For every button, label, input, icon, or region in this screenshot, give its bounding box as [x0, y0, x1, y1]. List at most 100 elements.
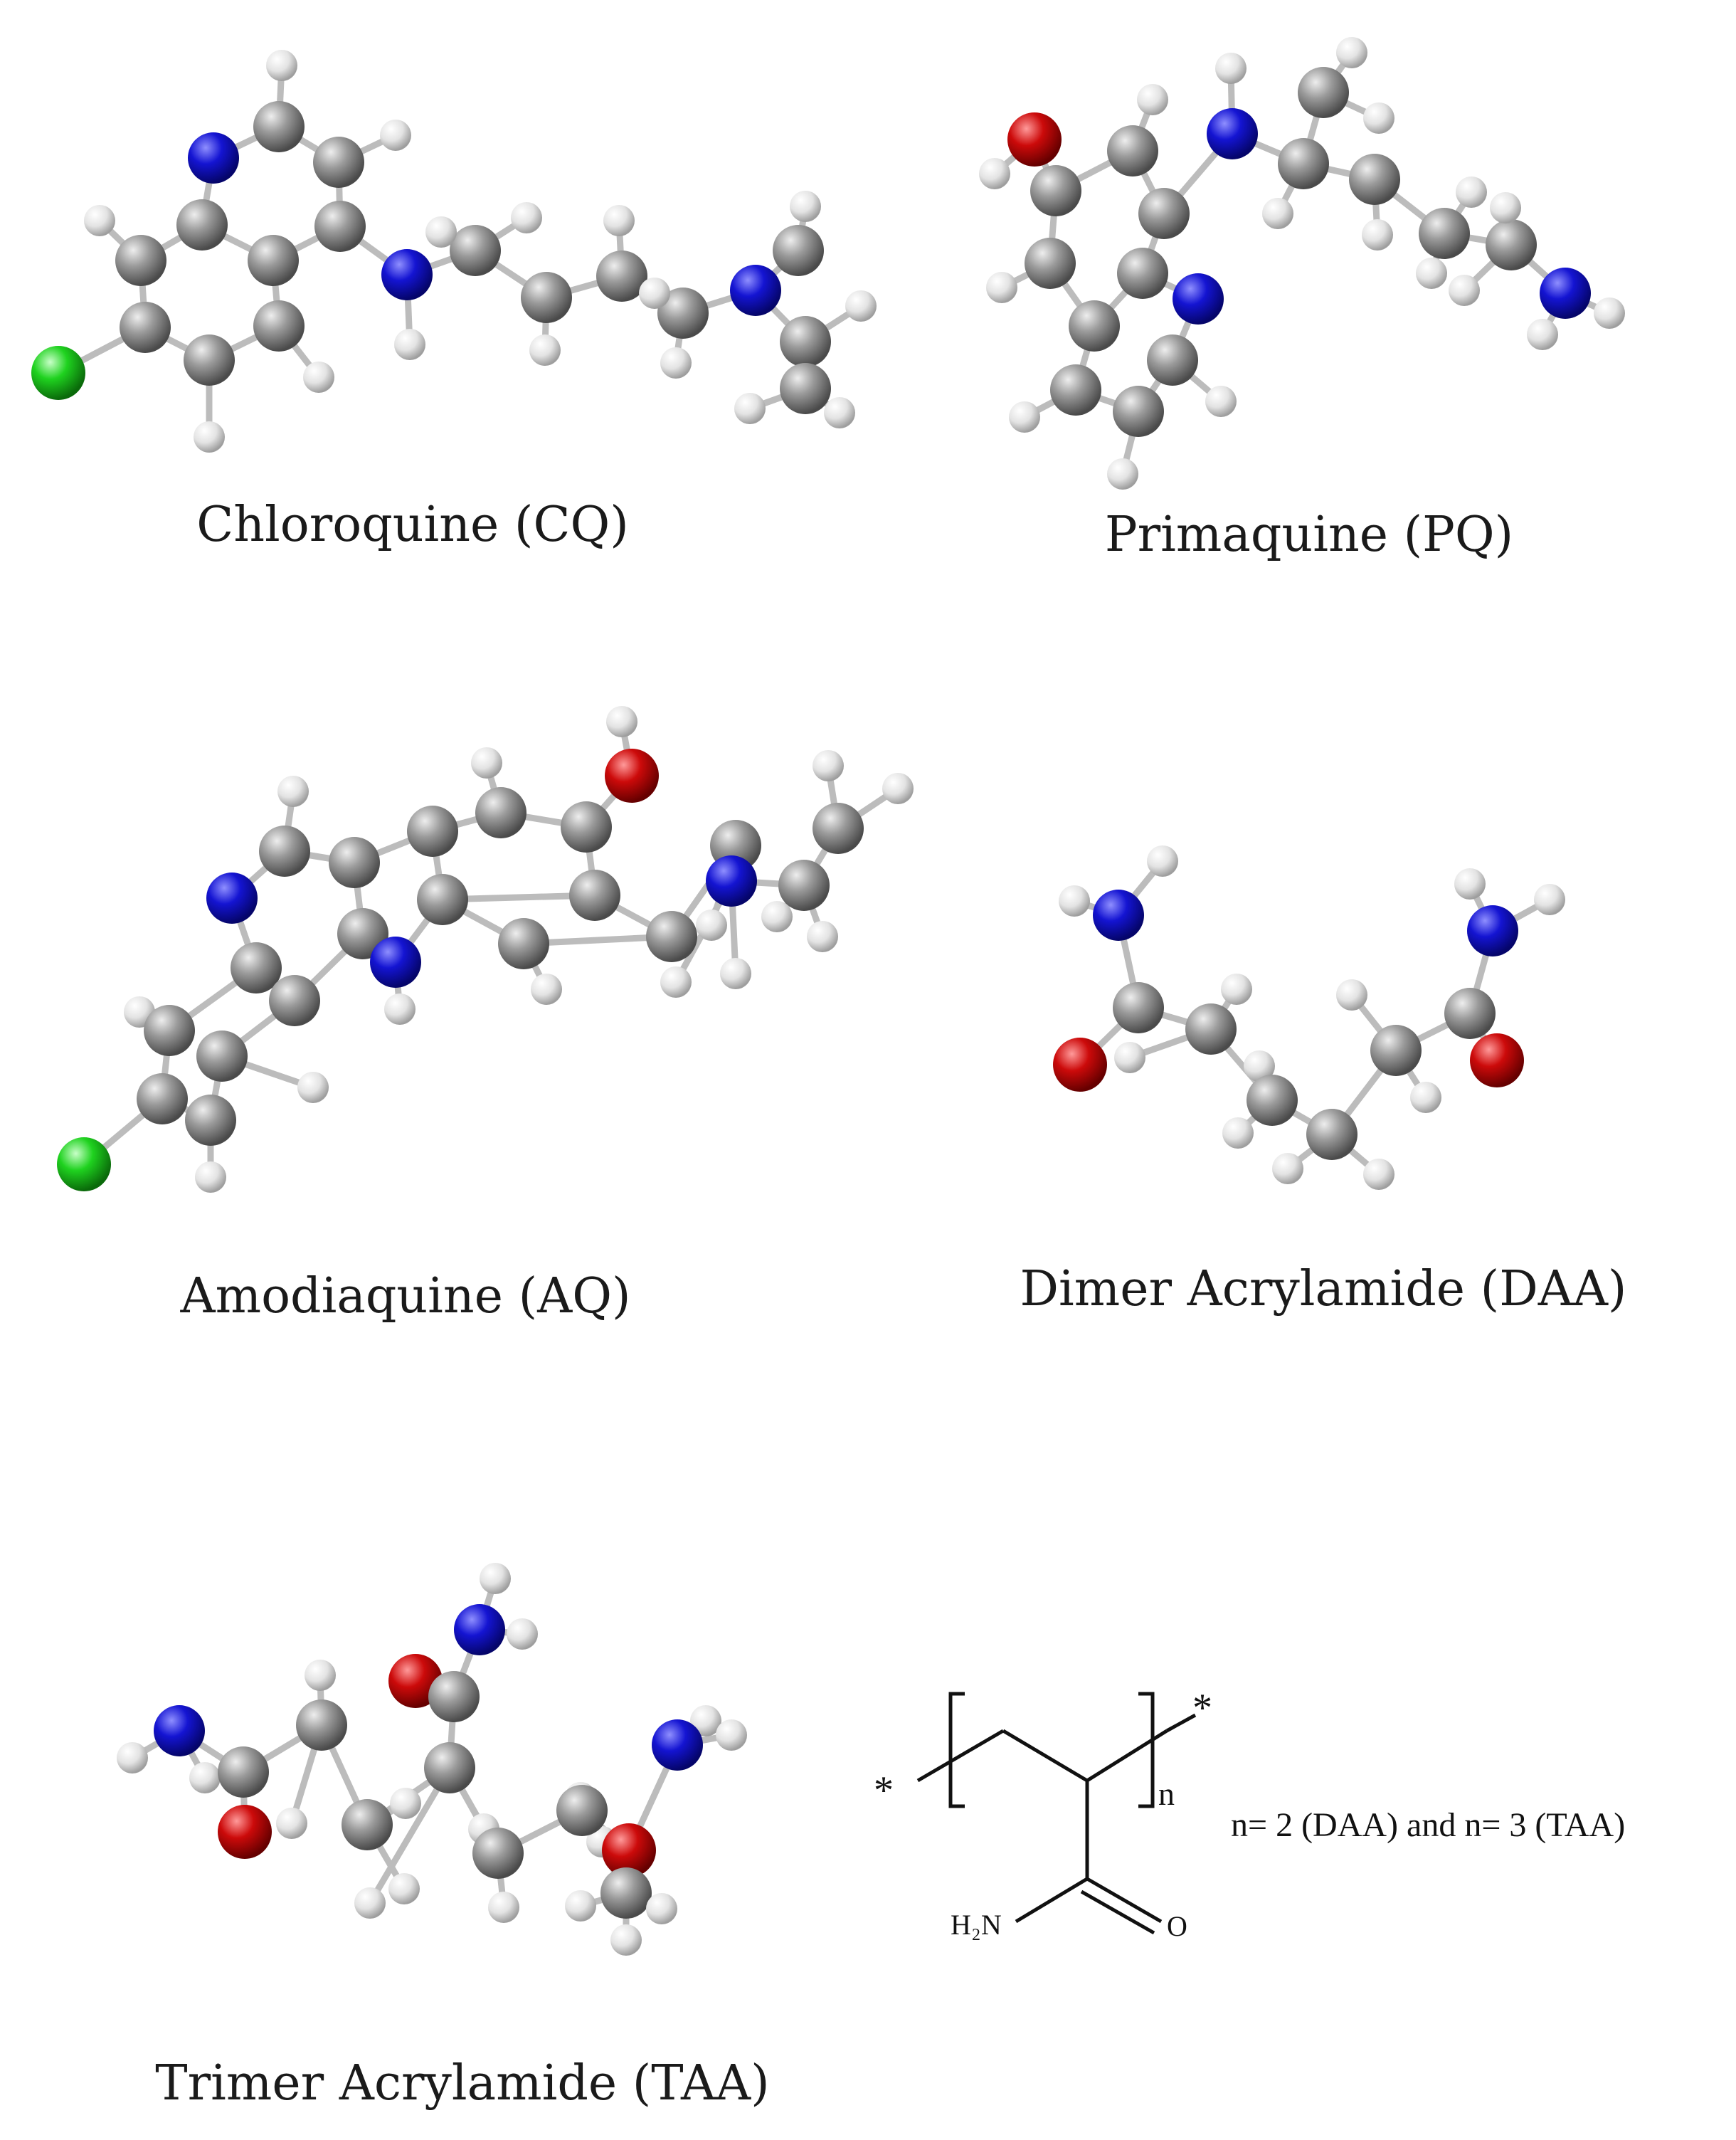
carbon-atom [253, 101, 305, 152]
hydrogen-atom [1114, 1042, 1145, 1073]
carbon-atom [428, 1671, 480, 1722]
carbon-atom [137, 1073, 188, 1124]
hydrogen-atom [1137, 84, 1168, 115]
hydrogen-atom [1490, 192, 1521, 223]
carbon-atom [600, 1867, 652, 1919]
hydrogen-atom [1534, 884, 1565, 915]
hydrogen-atom [606, 706, 637, 737]
carbon-atom [184, 334, 235, 386]
carbon-atom [472, 1828, 524, 1879]
bond [366, 1764, 453, 1907]
amide-o-label: O [1167, 1910, 1187, 1942]
hydrogen-atom [603, 205, 635, 236]
carbon-atom [556, 1785, 608, 1836]
hydrogen-atom [380, 120, 411, 151]
hydrogen-atom [979, 158, 1010, 189]
carbon-atom [1486, 219, 1537, 270]
carbon-atom [1185, 1003, 1237, 1055]
oxygen-atom [605, 749, 659, 803]
oxygen-atom [218, 1805, 272, 1859]
carbon-atom [248, 235, 299, 286]
star-left: * [874, 1769, 894, 1813]
carbon-atom [407, 806, 458, 857]
bond-backbone-2 [1086, 1729, 1168, 1783]
nitrogen-atom [1467, 905, 1518, 956]
hydrogen-atom [639, 278, 670, 309]
carbon-atom [1069, 300, 1120, 352]
carbon-atom [1113, 982, 1164, 1033]
carbon-atom [1444, 988, 1496, 1039]
hydrogen-atom [471, 747, 502, 779]
carbon-atom [1138, 188, 1190, 239]
hydrogen-atom [761, 901, 793, 932]
carbon-atom [269, 975, 320, 1026]
hydrogen-atom [1456, 176, 1487, 208]
hydrogen-atom [1410, 1082, 1441, 1113]
hydrogen-atom [511, 202, 542, 233]
chlorine-atom [57, 1137, 111, 1191]
oxygen-atom [1053, 1038, 1107, 1092]
hydrogen-atom [1454, 868, 1486, 900]
hydrogen-atom [529, 334, 561, 366]
nitrogen-atom [652, 1719, 703, 1771]
caption-dimer-acrylamide: Dimer Acrylamide (DAA) [1020, 1261, 1627, 1317]
carbon-atom [450, 225, 501, 276]
nitrogen-atom [188, 132, 239, 184]
hydrogen-atom [276, 1808, 307, 1839]
hydrogen-atom [297, 1072, 329, 1103]
carbon-atom [1113, 386, 1164, 437]
hydrogen-atom [1272, 1153, 1303, 1184]
carbon-atom [144, 1005, 195, 1056]
carbon-atom [253, 300, 305, 352]
carbon-atom [561, 801, 612, 853]
hydrogen-atom [716, 1719, 747, 1751]
hydrogen-atom [646, 1893, 677, 1924]
hydrogen-atom [194, 421, 225, 453]
polyacrylamide-repeat-unit: * * n H₂N O n= 2 (DAA) and n= 3 (TAA) [874, 1686, 1625, 1942]
trimer-acrylamide-atoms [117, 1563, 747, 1956]
hydrogen-atom [1594, 297, 1625, 329]
carbon-atom [218, 1746, 269, 1798]
hydrogen-atom [610, 1924, 642, 1956]
hydrogen-atom [734, 393, 766, 424]
hydrogen-atom [1362, 219, 1393, 251]
hydrogen-atom [384, 993, 416, 1025]
hydrogen-atom [1147, 845, 1178, 877]
carbon-atom [1419, 208, 1470, 259]
bracket-right [1138, 1692, 1155, 1808]
hydrogen-atom [986, 272, 1017, 303]
hydrogen-atom [720, 958, 751, 989]
chlorine-atom [31, 346, 85, 400]
hydrogen-atom [277, 776, 309, 807]
hydrogen-atom [1449, 275, 1480, 306]
hydrogen-atom [690, 1705, 721, 1736]
caption-chloroquine: Chloroquine (CQ) [196, 497, 629, 553]
hydrogen-atom [390, 1788, 421, 1819]
hydrogen-atom [1416, 258, 1447, 289]
primaquine-atoms [979, 37, 1625, 490]
carbon-atom [569, 870, 620, 921]
nitrogen-atom [1173, 273, 1224, 325]
carbon-atom [176, 199, 228, 251]
oxygen-atom [1007, 112, 1062, 167]
carbon-atom [1147, 334, 1198, 386]
carbon-atom [646, 911, 697, 962]
carbon-atom [780, 363, 831, 414]
hydrogen-atom [1262, 198, 1293, 229]
carbon-atom [596, 251, 647, 302]
hydrogen-atom [1336, 979, 1367, 1011]
star-right: * [1192, 1686, 1212, 1730]
hydrogen-atom [305, 1660, 336, 1691]
bond-amide-n [1015, 1877, 1089, 1924]
carbon-atom [813, 803, 864, 854]
hydrogen-atom [565, 1890, 596, 1922]
hydrogen-atom [824, 397, 855, 428]
subscript-n: n [1158, 1776, 1175, 1812]
nitrogen-atom [1207, 108, 1258, 159]
hydrogen-atom [354, 1887, 386, 1919]
carbon-atom [259, 826, 310, 877]
carbon-atom [329, 837, 380, 888]
hydrogen-atom [425, 216, 457, 248]
carbon-atom [498, 918, 549, 969]
